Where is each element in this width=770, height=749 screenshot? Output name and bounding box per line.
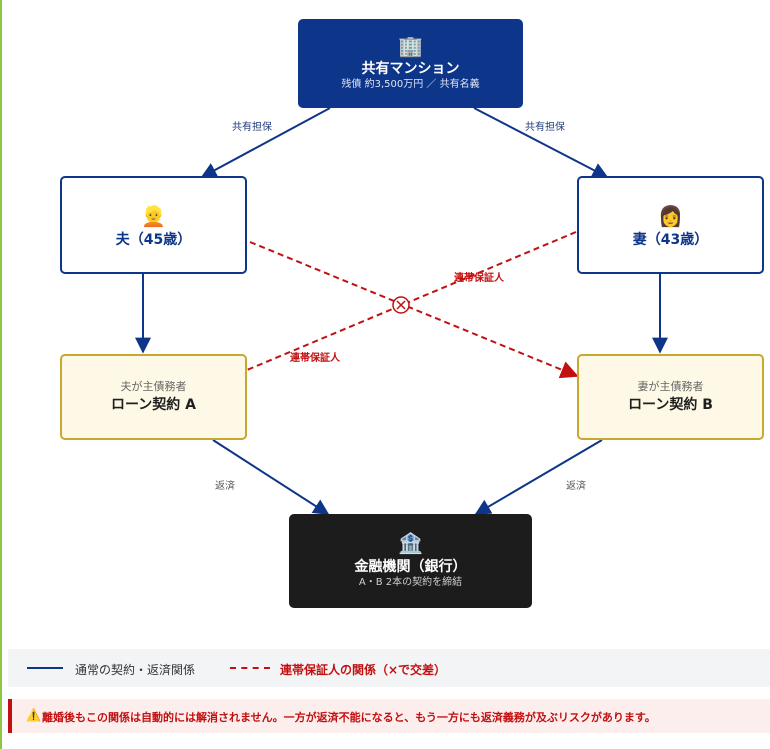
legend-solid-line bbox=[27, 667, 63, 669]
relationship-diagram bbox=[135, 107, 668, 515]
loan-b-subtitle: 妻が主債務者 bbox=[637, 380, 704, 393]
building-icon: 🏢 bbox=[398, 34, 423, 58]
woman-icon: 👩 bbox=[658, 204, 683, 228]
cross-mark-icon bbox=[392, 296, 410, 314]
warning-text: 離婚後もこの関係は自動的には解消されません。一方が返済不能になると、もう一方にも… bbox=[42, 711, 656, 724]
loan-a-node: 夫が主債務者 ローン契約 A bbox=[60, 354, 247, 440]
warning-banner: ⚠️ 離婚後もこの関係は自動的には解消されません。一方が返済不能になると、もう一… bbox=[8, 699, 770, 733]
collateral-label-right: 共有担保 bbox=[525, 122, 565, 133]
legend-solid-label: 通常の契約・返済関係 bbox=[75, 663, 196, 677]
repay-label-left: 返済 bbox=[215, 481, 235, 492]
loan-b-repay-edge bbox=[474, 439, 603, 515]
man-icon: 👱 bbox=[141, 204, 166, 228]
loan-b-node: 妻が主債務者 ローン契約 B bbox=[577, 354, 764, 440]
guarantor-label-lower: 連帯保証人 bbox=[290, 353, 340, 364]
bank-icon: 🏦 bbox=[398, 531, 423, 555]
legend: 通常の契約・返済関係 連帯保証人の関係（×で交差） bbox=[8, 649, 770, 687]
bank-title: 金融機関（銀行） bbox=[354, 559, 467, 575]
left-accent-rule bbox=[0, 0, 2, 749]
guarantor-label-upper: 連帯保証人 bbox=[454, 273, 504, 284]
collateral-edge-right bbox=[473, 107, 609, 178]
husband-node: 👱 夫（45歳） bbox=[60, 176, 247, 274]
guarantor-edge-husband-to-loan-b bbox=[249, 241, 579, 379]
loan-a-title: ローン契約 A bbox=[110, 397, 196, 413]
loan-a-repay-edge bbox=[212, 439, 330, 515]
warning-icon: ⚠️ bbox=[26, 708, 41, 722]
bank-node: 🏦 金融機関（銀行） A・B 2本の契約を締結 bbox=[289, 514, 532, 608]
wife-node: 👩 妻（43歳） bbox=[577, 176, 764, 274]
collateral-label-left: 共有担保 bbox=[232, 122, 272, 133]
legend-dashed-line bbox=[230, 667, 270, 669]
wife-name: 妻（43歳） bbox=[632, 232, 709, 248]
repay-label-right: 返済 bbox=[566, 481, 586, 492]
legend-dashed-label: 連帯保証人の関係（×で交差） bbox=[280, 663, 447, 677]
condominium-subtitle: 残債 約3,500万円 ／ 共有名義 bbox=[341, 79, 480, 90]
loan-a-subtitle: 夫が主債務者 bbox=[120, 380, 187, 393]
condominium-title: 共有マンション bbox=[361, 61, 460, 77]
husband-name: 夫（45歳） bbox=[115, 232, 192, 248]
bank-subtitle: A・B 2本の契約を締結 bbox=[358, 577, 463, 588]
loan-b-title: ローン契約 B bbox=[628, 397, 713, 413]
collateral-edge-left bbox=[200, 107, 331, 178]
shared-condominium-node: 🏢 共有マンション 残債 約3,500万円 ／ 共有名義 bbox=[298, 19, 523, 108]
